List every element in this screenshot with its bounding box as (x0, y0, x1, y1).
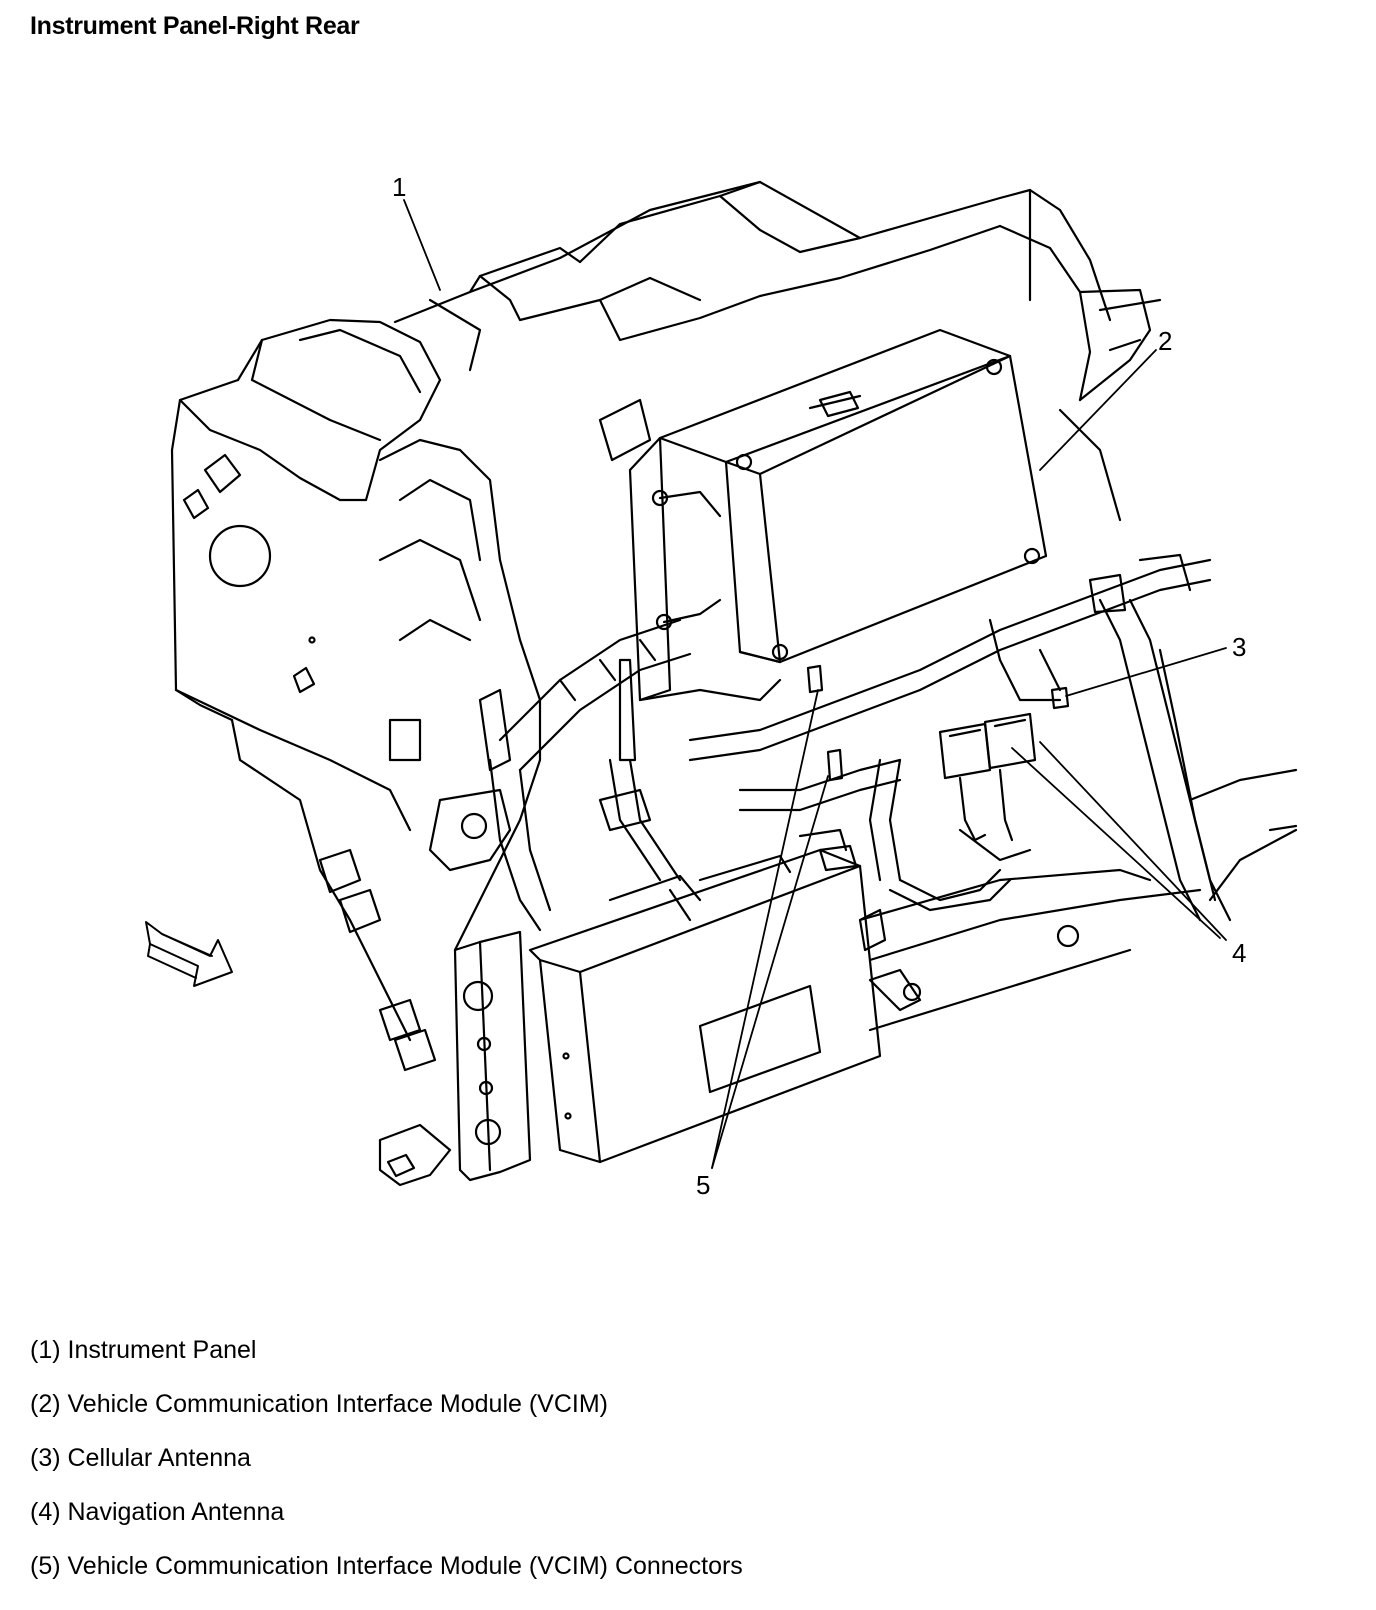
legend-item: (3) Cellular Antenna (30, 1444, 251, 1472)
vcim-connectors (806, 664, 1037, 842)
legend-item: (1) Instrument Panel (30, 1336, 257, 1364)
instrument-panel-part (170, 180, 1298, 1187)
direction-arrow-icon (145, 921, 233, 987)
leader-lines (403, 199, 1227, 1169)
lower-module (528, 828, 887, 1164)
instrument-panel-illustration: 1 2 3 4 5 (145, 172, 1298, 1200)
antenna-connectors (988, 618, 1070, 710)
callout-2: 2 (1158, 326, 1172, 356)
callout-5: 5 (696, 1170, 710, 1200)
callout-1: 1 (392, 172, 406, 202)
page-title: Instrument Panel-Right Rear (30, 12, 360, 40)
legend-item: (4) Navigation Antenna (30, 1498, 285, 1526)
callout-3: 3 (1232, 632, 1246, 662)
vcim-module (598, 328, 1048, 702)
callout-4: 4 (1232, 938, 1246, 968)
legend-item: (5) Vehicle Communication Interface Modu… (30, 1552, 743, 1580)
legend-item: (2) Vehicle Communication Interface Modu… (30, 1390, 609, 1418)
legend: (1) Instrument Panel (2) Vehicle Communi… (30, 1335, 743, 1605)
